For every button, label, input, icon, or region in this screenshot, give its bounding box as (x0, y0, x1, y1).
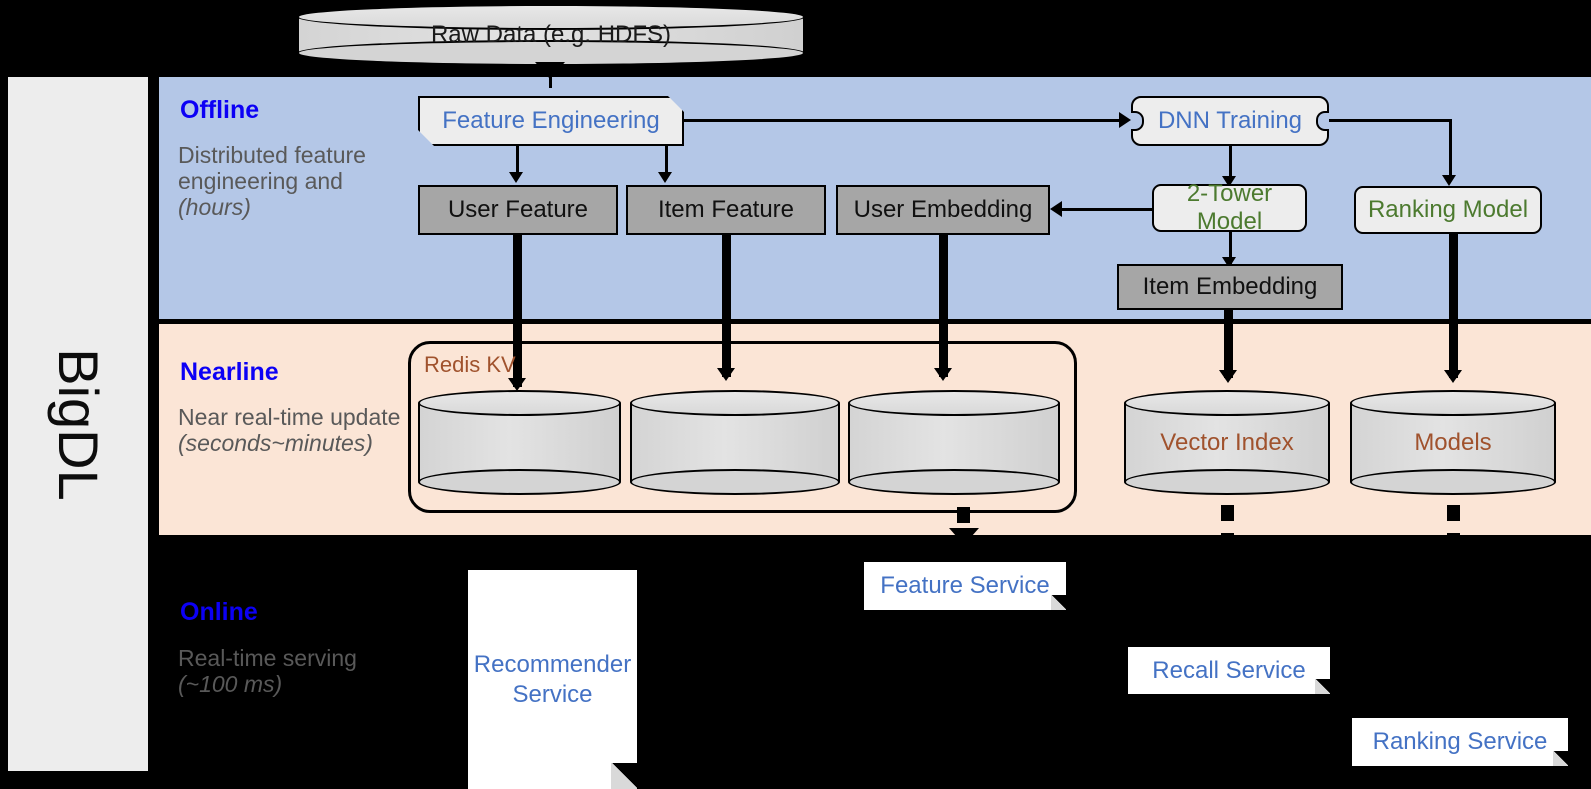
user-embedding-label: User Embedding (853, 196, 1033, 223)
ranking-model-label: Ranking Model (1367, 196, 1529, 223)
connector-twotower-itemembedding (1229, 232, 1232, 264)
raw-data-cylinder: Raw Data (e.g. HDFS) (297, 4, 805, 66)
flow-itemfeature-store (722, 235, 731, 377)
recall-service-label: Recall Service (1152, 656, 1306, 684)
dash-recallservice-1 (1221, 505, 1234, 521)
feature-engineering-label: Feature Engineering (442, 107, 660, 134)
vector-index-label: Vector Index (1160, 428, 1294, 456)
arrowhead-userfeature-store (508, 378, 526, 391)
arrowhead-rankingmodel-models (1444, 370, 1462, 383)
dash-featureservice-1 (957, 507, 970, 523)
feature-engineering-box[interactable]: Feature Engineering (418, 96, 684, 146)
ranking-model-box[interactable]: Ranking Model (1354, 186, 1542, 234)
dash-rankingservice-2 (1447, 533, 1460, 549)
raw-data-label: Raw Data (e.g. HDFS) (430, 21, 672, 48)
nearline-subtitle-em: (seconds~minutes) (178, 429, 373, 456)
folded-corner-icon (1553, 751, 1568, 766)
item-embedding-box[interactable]: Item Embedding (1117, 264, 1343, 310)
models-cylinder[interactable]: Models (1350, 390, 1556, 495)
cylinder-top (1124, 390, 1330, 416)
models-label: Models (1414, 428, 1492, 456)
nearline-subtitle: Near real-time update (seconds~minutes) (178, 404, 408, 456)
recommender-service-label: Recommender Service (473, 650, 632, 708)
online-subtitle-text: Real-time serving (178, 645, 357, 671)
item-feature-box[interactable]: Item Feature (626, 185, 826, 235)
offline-subtitle-em: (hours) (178, 193, 251, 220)
user-feature-label: User Feature (447, 196, 589, 223)
redis-store-1[interactable] (418, 390, 621, 495)
arrowhead-store-featureservice (949, 528, 979, 545)
cylinder-bottom (848, 469, 1060, 495)
recall-service-note[interactable]: Recall Service (1128, 647, 1330, 694)
offline-title: Offline (180, 96, 260, 124)
online-subtitle: Real-time serving (~100 ms) (178, 645, 363, 697)
arrowhead-dnn-ranking (1442, 175, 1456, 186)
redis-store-3[interactable] (848, 390, 1060, 495)
cylinder-top (297, 4, 805, 30)
vector-index-cylinder[interactable]: Vector Index (1124, 390, 1330, 495)
bigdl-framework-rail: BigDL (8, 77, 148, 771)
dash-rankingservice-1 (1447, 505, 1460, 521)
offline-subtitle-text: Distributed feature engineering and (178, 142, 366, 194)
arrowhead-rawdata-fe (535, 62, 565, 79)
arrowhead-itemfeature-store (717, 368, 735, 381)
ranking-service-note[interactable]: Ranking Service (1352, 718, 1568, 766)
arrowhead-itemembedding-vectorindex (1219, 370, 1237, 383)
item-feature-label: Item Feature (657, 196, 795, 223)
cylinder-bottom (1350, 469, 1556, 495)
two-tower-model-label: 2-Tower Model (1186, 180, 1273, 235)
flow-itemembedding-vectorindex (1224, 310, 1233, 378)
connector-fe-userfeature (516, 146, 519, 178)
online-title: Online (180, 598, 258, 626)
arrowhead-fe-itemfeature (658, 172, 672, 183)
two-tower-model-box[interactable]: 2-Tower Model (1152, 180, 1307, 235)
connector-dnn-ranking-v (1449, 119, 1452, 179)
cylinder-bottom (630, 469, 840, 495)
recommender-service-note[interactable]: Recommender Service (468, 570, 637, 789)
cylinder-top (1350, 390, 1556, 416)
connector-dnn-twotower (1229, 146, 1232, 182)
ranking-service-label: Ranking Service (1372, 728, 1548, 755)
cylinder-bottom (418, 469, 621, 495)
connector-fe-itemfeature (665, 146, 668, 178)
redis-kv-container (408, 341, 1077, 513)
bigdl-label: BigDL (46, 347, 110, 501)
connector-dnn-ranking-h (1329, 119, 1451, 122)
cylinder-top (630, 390, 840, 416)
arrowhead-userembedding-store (934, 368, 952, 381)
item-embedding-label: Item Embedding (1142, 273, 1318, 300)
cylinder-top (418, 390, 621, 416)
feature-service-note[interactable]: Feature Service (864, 562, 1066, 610)
flow-rankingmodel-models (1449, 234, 1458, 378)
arrowhead-dnn-twotower (1222, 176, 1236, 187)
user-feature-box[interactable]: User Feature (418, 185, 618, 235)
offline-subtitle: Distributed feature engineering and (hou… (178, 142, 383, 220)
connector-twotower-userembedding (1062, 208, 1154, 211)
feature-service-label: Feature Service (880, 572, 1050, 599)
redis-store-2[interactable] (630, 390, 840, 495)
folded-corner-icon (1051, 595, 1066, 610)
nearline-subtitle-text: Near real-time update (178, 404, 401, 430)
folded-corner-icon (611, 763, 637, 789)
flow-userfeature-store (513, 235, 522, 387)
online-subtitle-em: (~100 ms) (178, 670, 283, 697)
folded-corner-icon (1315, 679, 1330, 694)
dnn-training-box[interactable]: DNN Training (1131, 96, 1329, 146)
nearline-title: Nearline (180, 358, 279, 386)
dash-recallservice-2 (1221, 533, 1234, 549)
connector-fe-dnn (684, 119, 1121, 122)
cylinder-top (848, 390, 1060, 416)
flow-userembedding-store (939, 235, 948, 377)
arrowhead-fe-userfeature (509, 172, 523, 183)
cylinder-bottom (1124, 469, 1330, 495)
arrowhead-twotower-itemembedding (1222, 257, 1236, 268)
arrowhead-twotower-userembedding (1050, 201, 1062, 217)
user-embedding-box[interactable]: User Embedding (836, 185, 1050, 235)
redis-kv-label: Redis KV (424, 352, 516, 377)
dnn-training-label: DNN Training (1157, 107, 1303, 134)
arrowhead-fe-dnn (1119, 112, 1131, 128)
